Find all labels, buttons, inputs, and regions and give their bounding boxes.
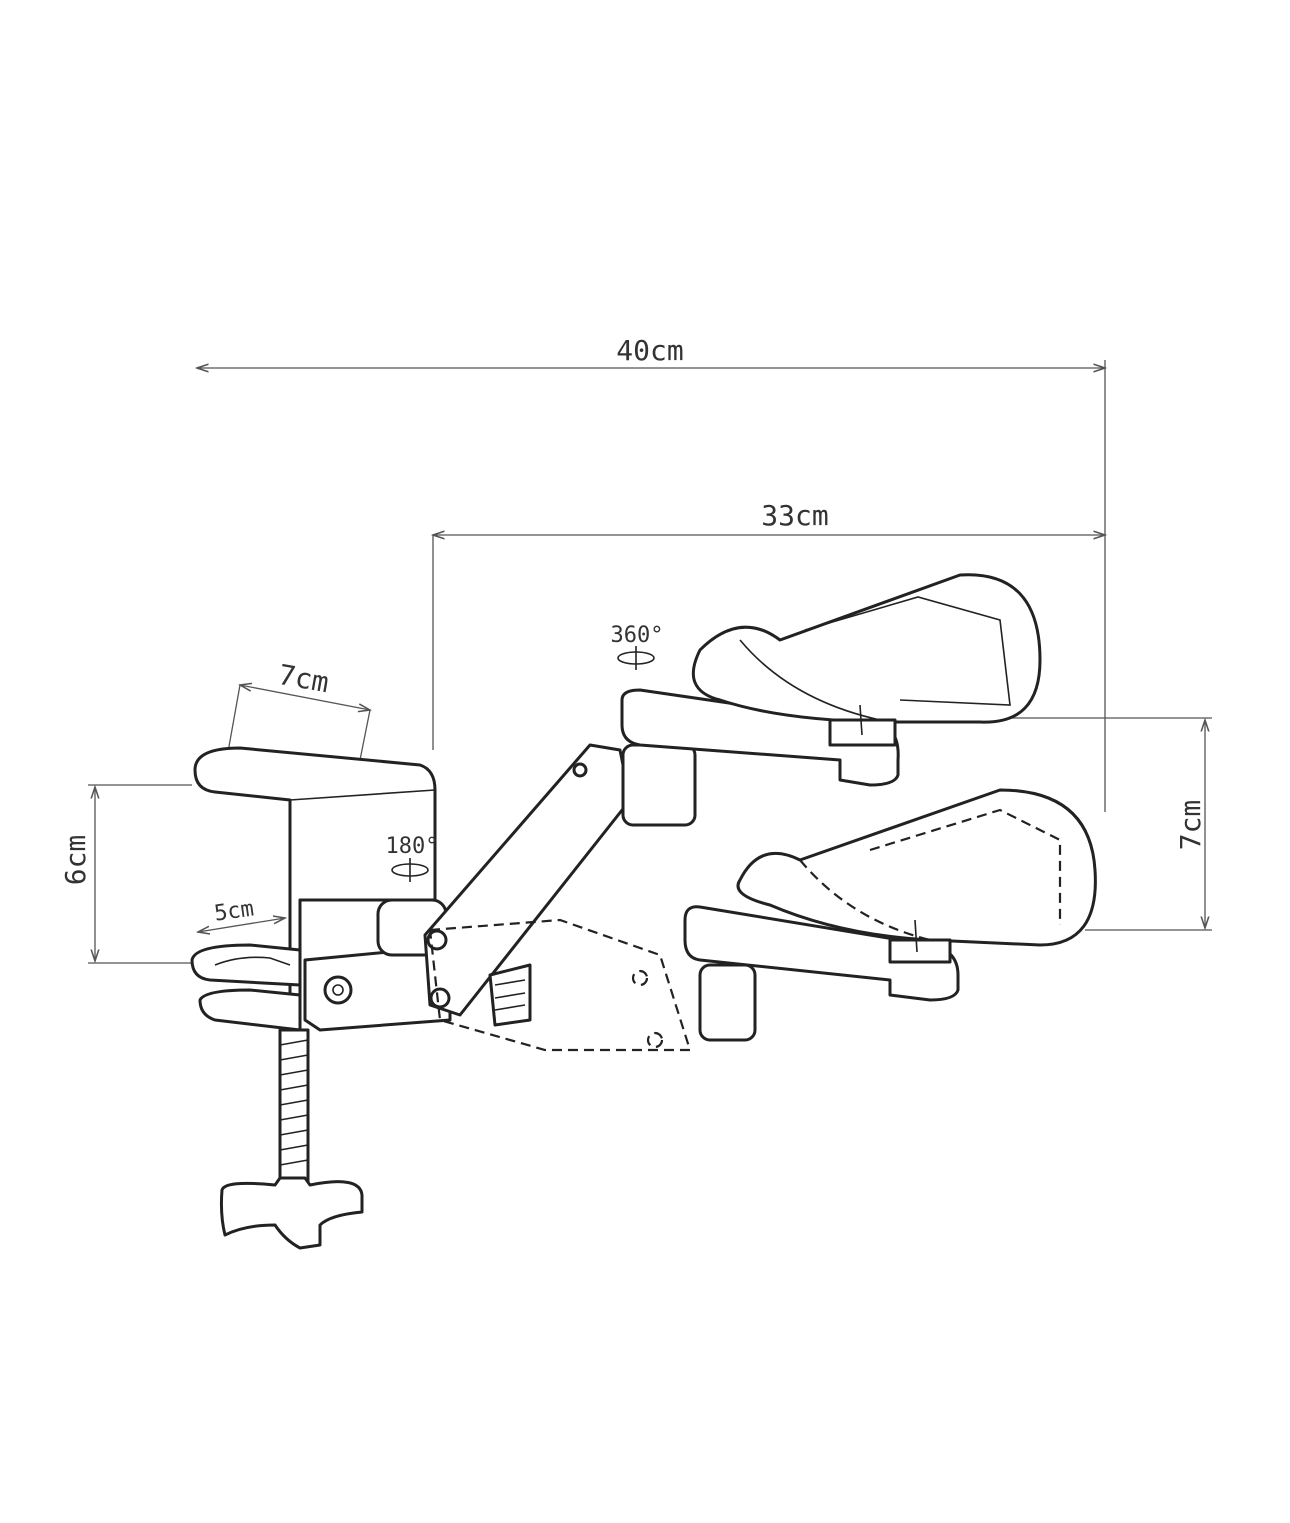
lower-armrest-pad <box>736 788 1097 964</box>
lower-arm-alternate-position <box>428 905 960 1052</box>
desk-clamp <box>190 746 437 1250</box>
dimension-pad-height: 7cm <box>1000 717 1212 931</box>
arm-length-label: 33cm <box>761 499 828 532</box>
rotation-360: 360° <box>611 623 664 670</box>
clamp-height-label: 6cm <box>59 835 92 886</box>
clamp-throat-label: 5cm <box>213 896 256 926</box>
upper-armrest-pad <box>691 573 1042 747</box>
rotation-180: 180° <box>386 834 439 882</box>
dimension-33cm: 33cm <box>433 499 1105 750</box>
upper-arm <box>423 688 900 1027</box>
overall-length-label: 40cm <box>616 334 683 367</box>
dimension-clamp-throat: 5cm <box>198 896 285 932</box>
arm-rotation-label: 180° <box>386 834 439 859</box>
dimension-40cm: 40cm <box>197 334 1105 812</box>
pad-height-label: 7cm <box>1174 800 1207 851</box>
pad-rotation-label: 360° <box>611 623 664 648</box>
clamp-knob-icon <box>219 1176 364 1250</box>
dimension-clamp-height: 6cm <box>59 784 192 964</box>
